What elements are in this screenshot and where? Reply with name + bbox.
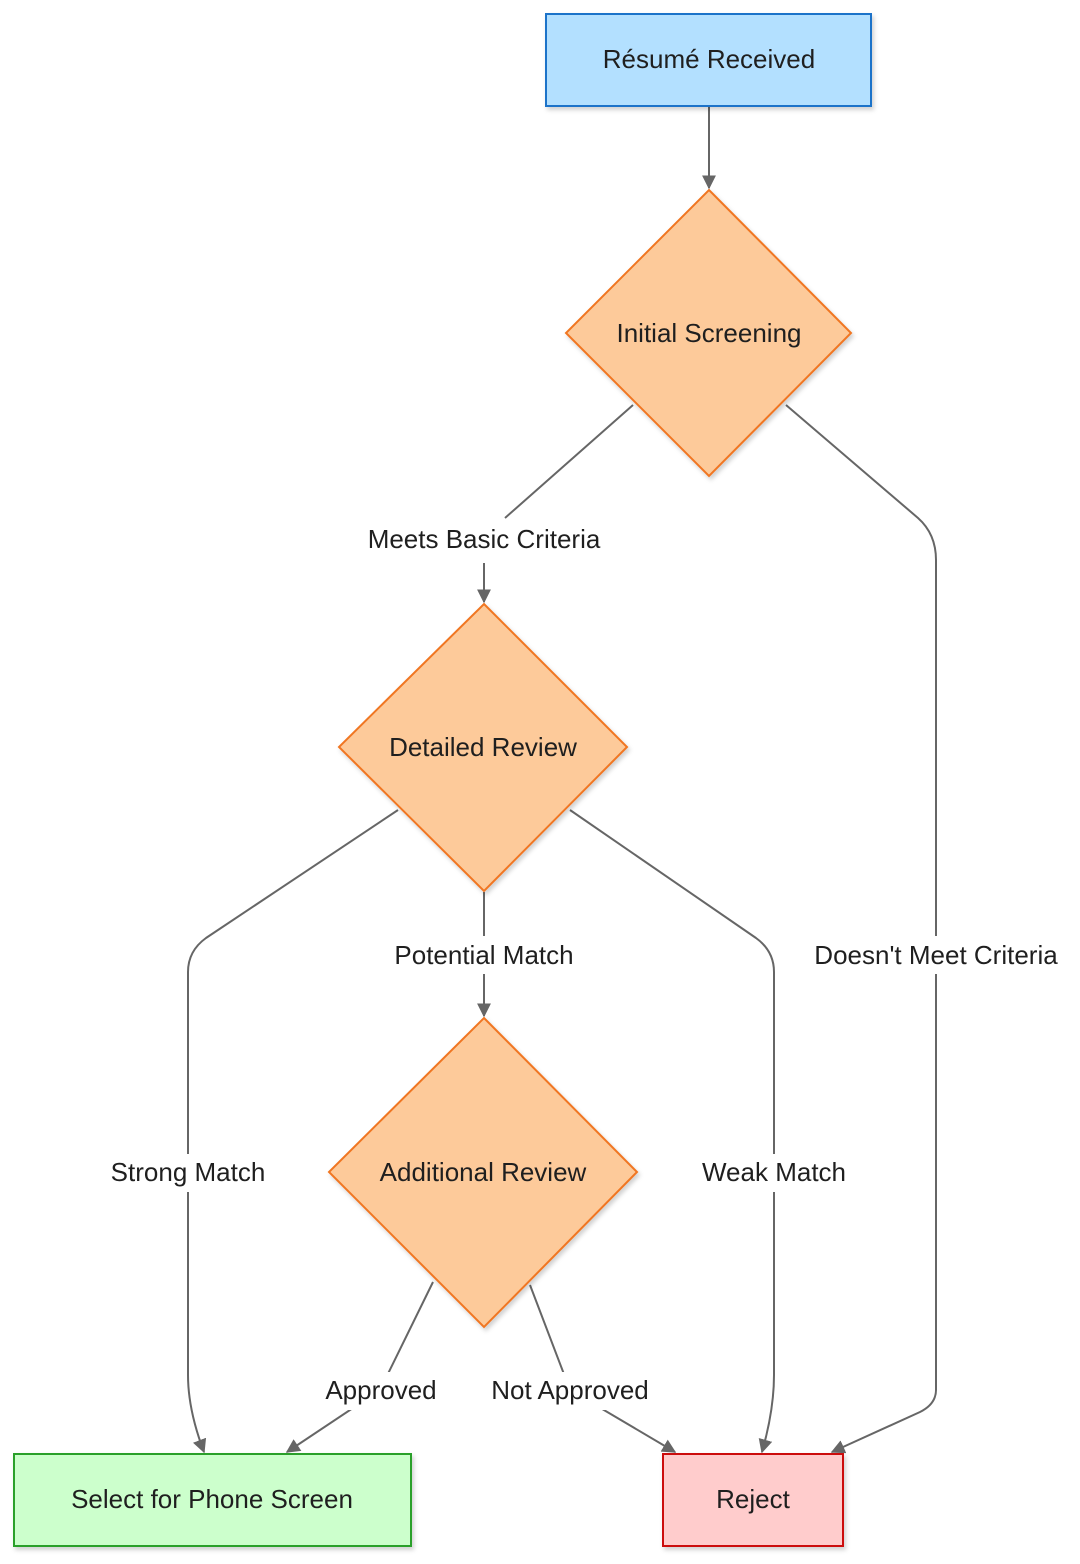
edge-label-bg: [318, 1372, 444, 1410]
node-select-for-phone-screen-shape: [13, 1453, 412, 1547]
edge-label-bg: [356, 520, 612, 558]
node-detailed-review: Detailed Review: [337, 602, 629, 893]
edge-label-bg: [384, 936, 584, 974]
edge-label-bg: [102, 1154, 274, 1192]
node-reject-label: Reject: [716, 1484, 790, 1514]
node-additional-review: Additional Review: [327, 1016, 639, 1329]
node-initial-screening-shape: [564, 188, 853, 478]
node-detailed-review-shape: [337, 602, 629, 893]
edge-label-bg: [484, 1372, 656, 1410]
edge-label-not-approved: Not Approved: [491, 1375, 649, 1405]
edge-screening-to-detailed: [484, 404, 634, 602]
node-reject: Reject: [662, 1453, 844, 1547]
edge-label-doesnt-meet-criteria: Doesn't Meet Criteria: [814, 940, 1058, 970]
edge-label-meets-basic-criteria: Meets Basic Criteria: [368, 524, 601, 554]
edge-label-potential-match: Potential Match: [394, 940, 573, 970]
edge-detailed-to-reject: [569, 809, 775, 1454]
node-initial-screening-label: Initial Screening: [617, 318, 802, 348]
edge-additional-to-reject: [529, 1284, 677, 1453]
node-select-for-phone-screen: Select for Phone Screen: [13, 1453, 412, 1547]
edge-screening-to-reject: [785, 404, 937, 1454]
node-additional-review-label: Additional Review: [380, 1157, 587, 1187]
edge-label-bg: [694, 1154, 854, 1192]
node-detailed-review-label: Detailed Review: [389, 732, 577, 762]
node-resume-received-shape: [545, 13, 872, 107]
edge-detailed-to-select: [187, 809, 399, 1454]
node-select-for-phone-screen-label: Select for Phone Screen: [71, 1484, 353, 1514]
node-resume-received-label: Résumé Received: [603, 44, 815, 74]
node-reject-shape: [662, 1453, 844, 1547]
edge-label-weak-match: Weak Match: [702, 1157, 846, 1187]
node-initial-screening: Initial Screening: [564, 188, 853, 478]
edge-label-approved: Approved: [325, 1375, 436, 1405]
node-additional-review-shape: [327, 1016, 639, 1329]
edge-label-bg: [804, 936, 1068, 974]
edge-additional-to-select: [285, 1281, 434, 1453]
node-resume-received: Résumé Received: [545, 13, 872, 107]
edge-label-strong-match: Strong Match: [111, 1157, 266, 1187]
